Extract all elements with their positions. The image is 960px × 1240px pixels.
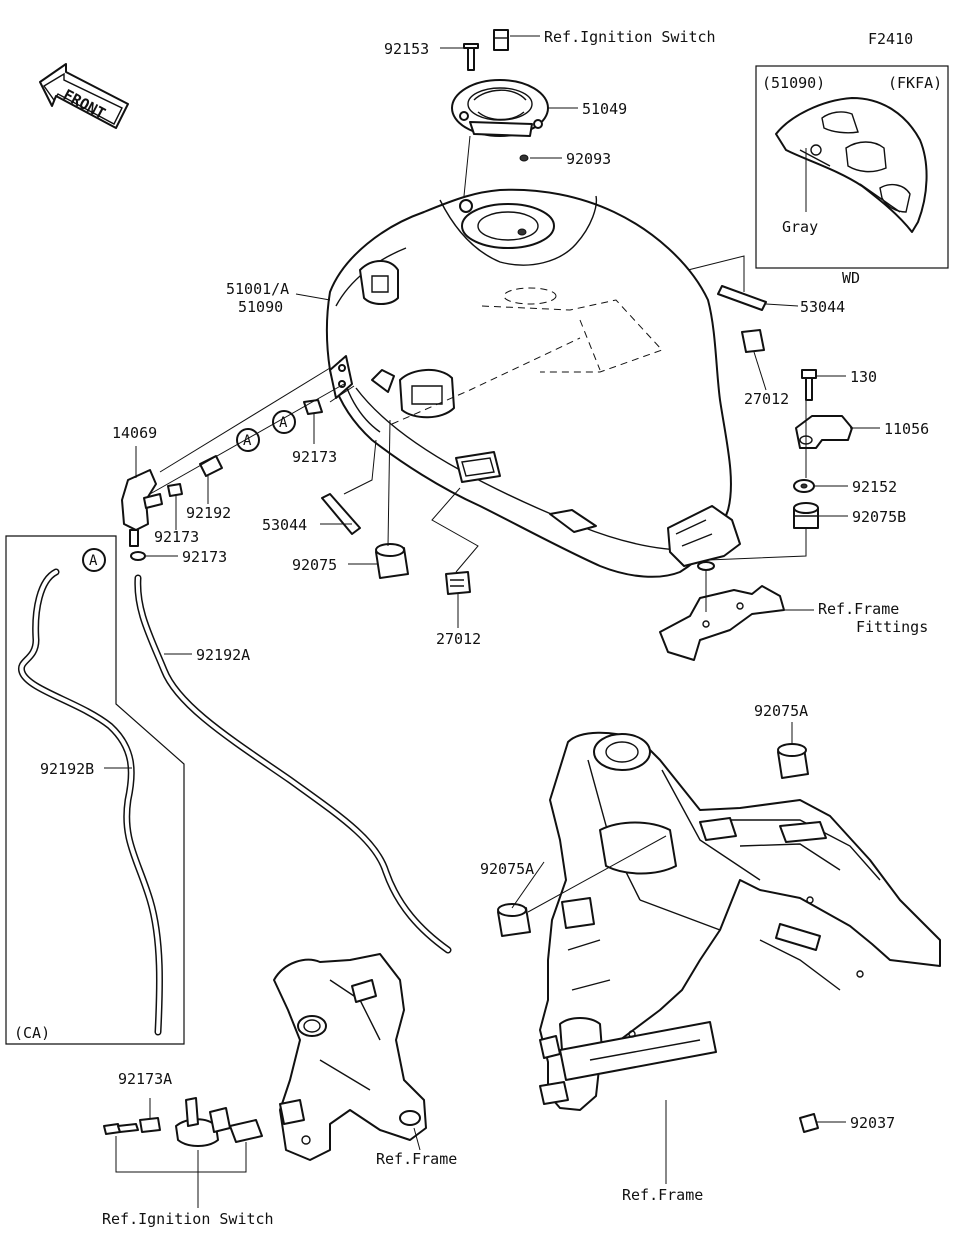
inset-region-code: WD (842, 269, 860, 287)
label-27012-left (445, 571, 471, 595)
leader-lines (104, 35, 880, 1184)
valve-14069 (121, 469, 163, 547)
frame-lower-bracket (273, 953, 427, 1161)
damper-92075a-mid (497, 835, 667, 937)
label-27012-left: 27012 (436, 630, 481, 648)
label-92075a-top: 92075A (754, 702, 808, 720)
label-92152: 92152 (852, 478, 897, 496)
frame-main (539, 731, 941, 1111)
frame-fittings-bracket (659, 570, 785, 661)
filler-cap-assembly (451, 29, 549, 162)
damper-92075b (793, 502, 819, 529)
label-11056: 11056 (884, 420, 929, 438)
callout-a-ca-letter: A (89, 553, 98, 569)
washer-92152 (793, 479, 815, 493)
seal-53044-left (321, 493, 361, 535)
callout-a-upper-letter: A (279, 415, 288, 431)
label-53044-left: 53044 (262, 516, 307, 534)
label-53044-right: 53044 (800, 298, 845, 316)
label-ref-frame-fittings-2: Fittings (856, 618, 928, 636)
label-92093: 92093 (566, 150, 611, 168)
callout-a-mid-letter: A (243, 433, 252, 449)
label-27012-right: 27012 (744, 390, 789, 408)
inset-color-note: Gray (782, 218, 818, 236)
label-130: 130 (850, 368, 877, 386)
inset-variant-code: (FKFA) (888, 74, 942, 92)
label-92153: 92153 (384, 40, 429, 58)
label-ref-frame-bottom: Ref.Frame (622, 1186, 703, 1204)
label-92037: 92037 (850, 1114, 895, 1132)
ca-region-code: (CA) (14, 1024, 50, 1042)
label-92192b: 92192B (40, 760, 94, 778)
plug-92037 (799, 1113, 819, 1133)
label-92075: 92075 (292, 556, 337, 574)
hose-92192a (134, 574, 452, 954)
label-92192a: 92192A (196, 646, 250, 664)
label-92173-b: 92173 (154, 528, 199, 546)
ca-region-box: (CA) A (5, 535, 185, 1045)
fuel-petcock (103, 1097, 263, 1208)
front-direction-arrow: FRONT (39, 63, 129, 129)
clamp-92173-c (130, 551, 146, 561)
bolt-130 (801, 369, 817, 401)
label-92192: 92192 (186, 504, 231, 522)
damper-92075 (375, 543, 409, 579)
label-92173a: 92173A (118, 1070, 172, 1088)
label-14069: 14069 (112, 424, 157, 442)
part-labels: 92153 Ref.Ignition Switch 51049 92093 51… (40, 28, 929, 1228)
inset-51090-fkfa: (51090) (FKFA) Gray WD (755, 65, 949, 287)
label-92173-c: 92173 (182, 548, 227, 566)
figure-code: F2410 (868, 30, 913, 48)
label-27012-right (741, 329, 765, 353)
label-ref-frame-fittings-1: Ref.Frame (818, 600, 899, 618)
callout-a-upper: A (272, 410, 296, 434)
label-51001a: 51001/A (226, 280, 289, 298)
damper-92075a-top (777, 722, 809, 779)
clamp-92173-a (303, 399, 323, 415)
label-51049: 51049 (582, 100, 627, 118)
hose-92192 (199, 455, 223, 477)
label-ref-frame-mid: Ref.Frame (376, 1150, 457, 1168)
label-92075a-mid: 92075A (480, 860, 534, 878)
bracket-11056 (795, 415, 853, 449)
clamp-92173-b (167, 483, 183, 497)
label-51090: 51090 (238, 298, 283, 316)
label-92075b: 92075B (852, 508, 906, 526)
fuel-tank (326, 188, 741, 578)
label-92173-a: 92173 (292, 448, 337, 466)
callout-a-mid: A (236, 428, 260, 452)
inset-model-code: (51090) (762, 74, 825, 92)
seal-53044-right (717, 285, 767, 311)
label-ref-ignition-switch-bottom: Ref.Ignition Switch (102, 1210, 274, 1228)
label-ref-ignition-switch-top: Ref.Ignition Switch (544, 28, 716, 46)
